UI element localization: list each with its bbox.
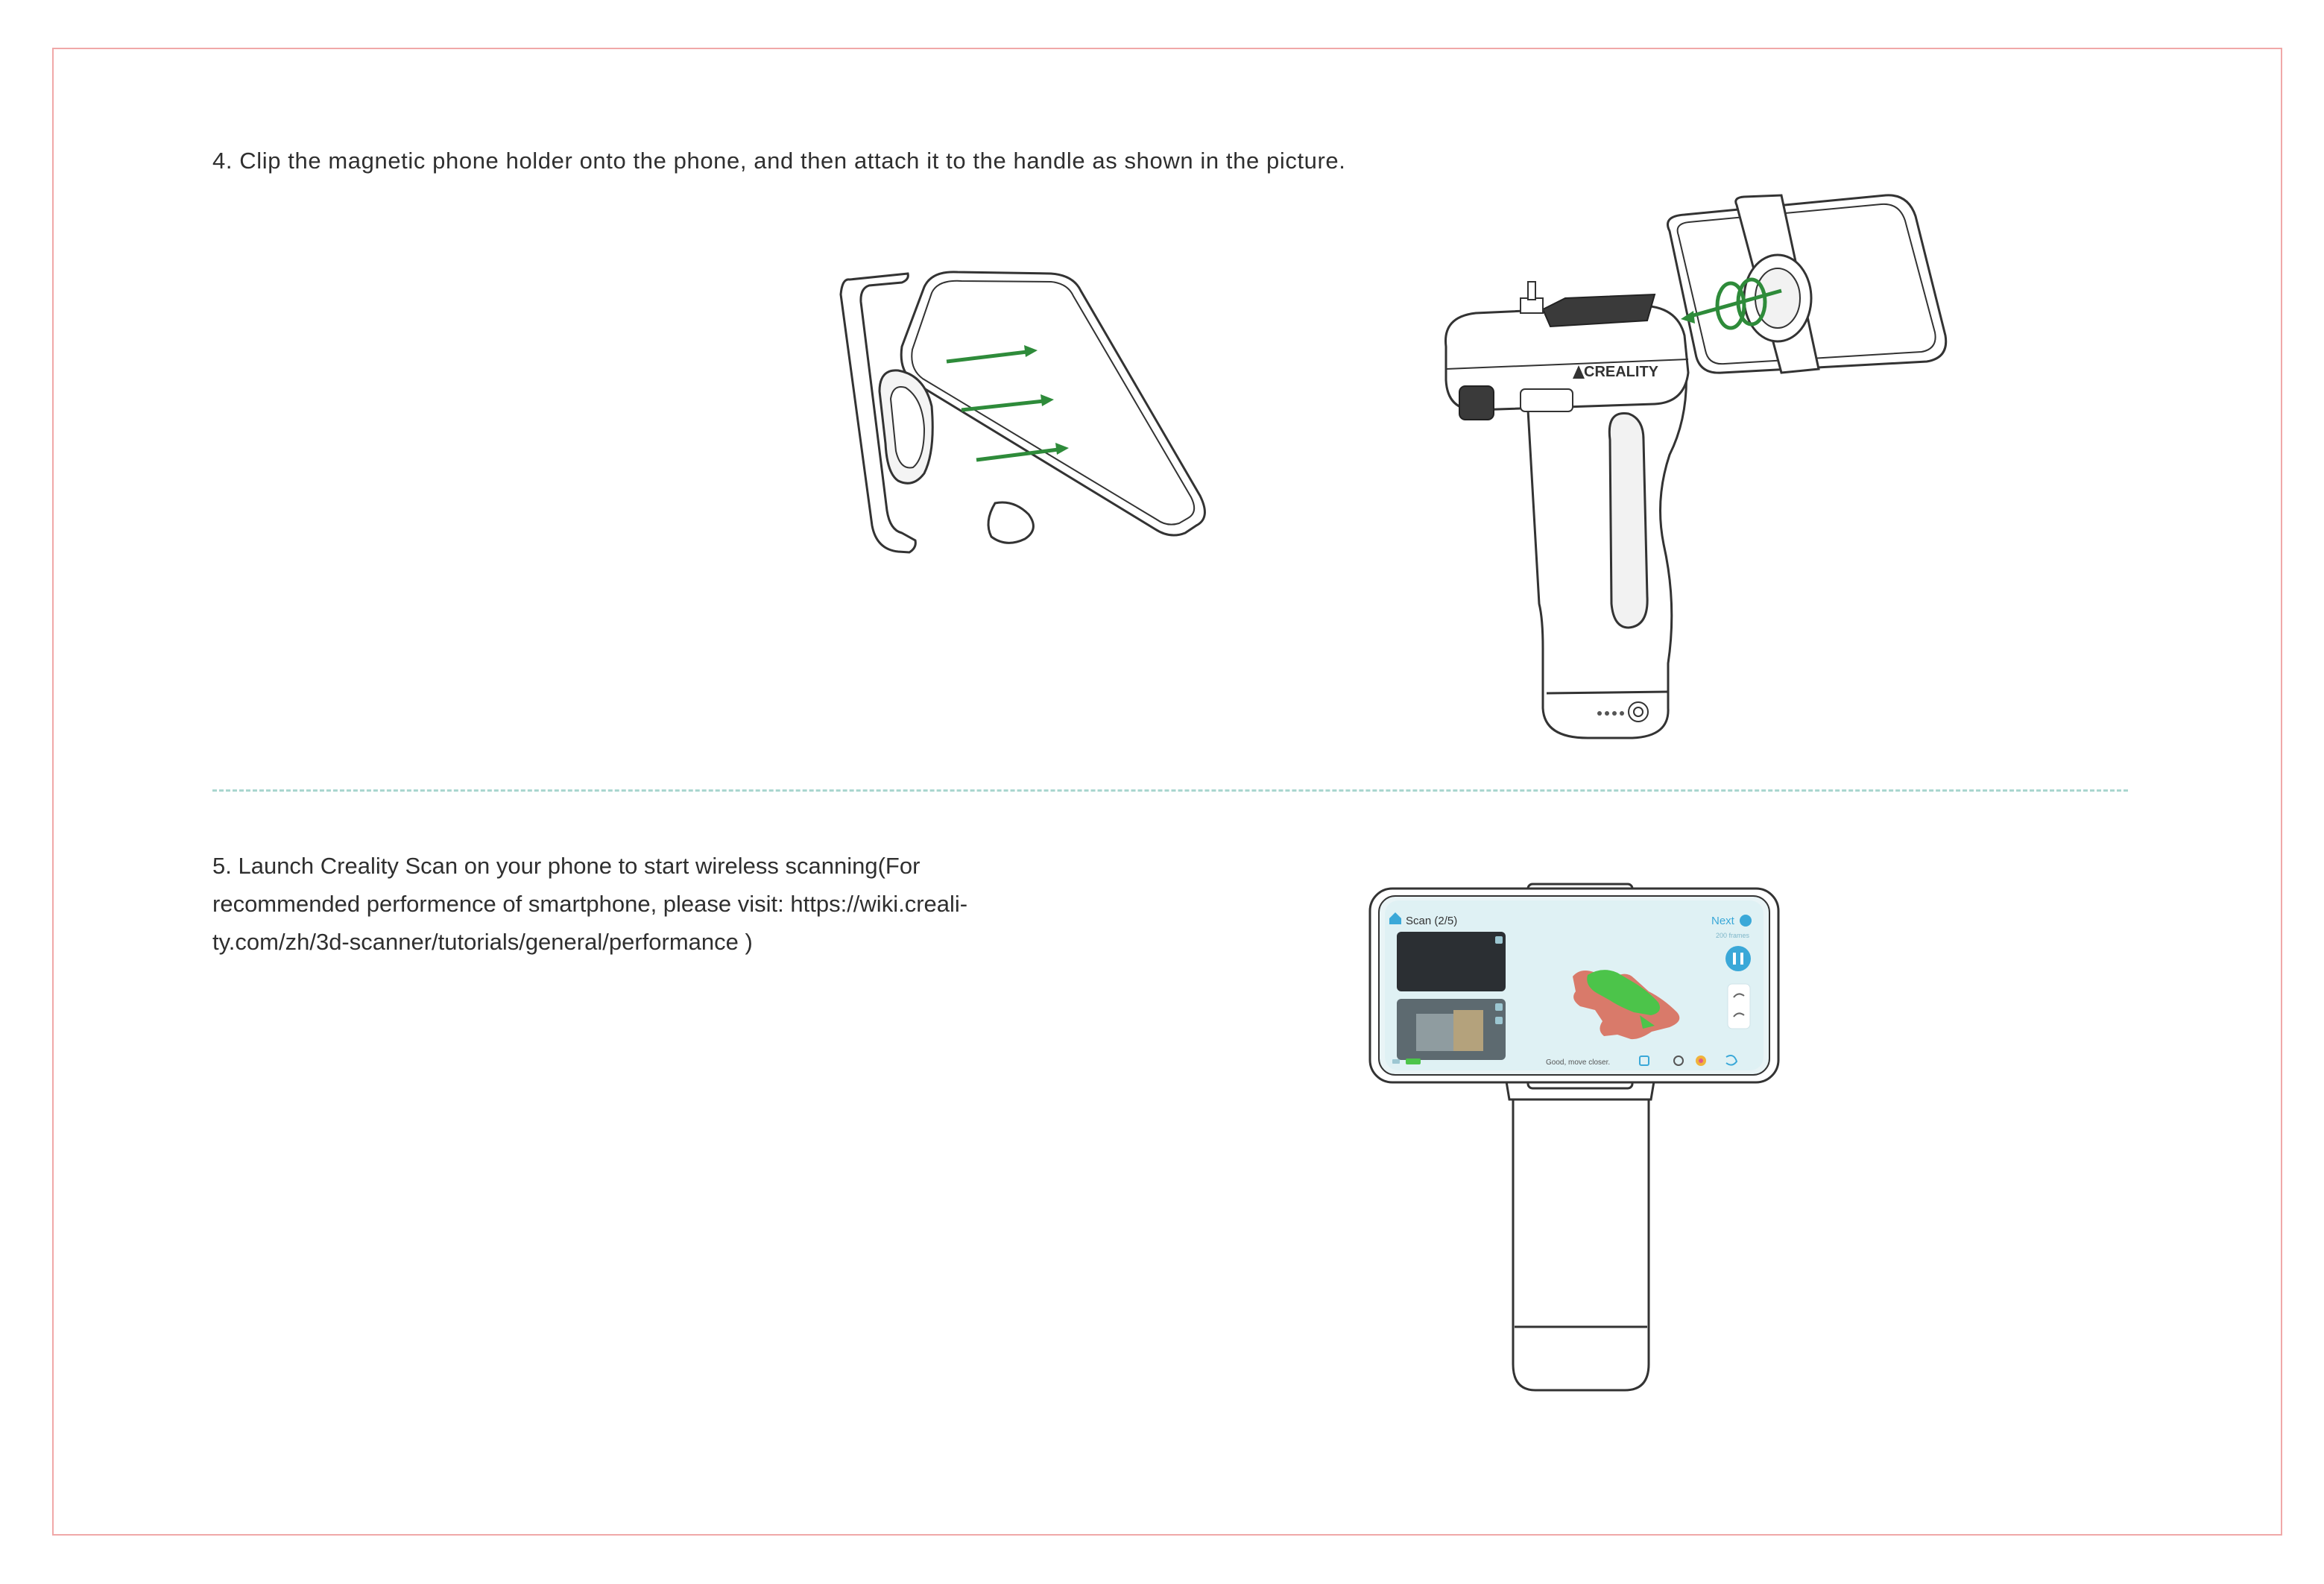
step-4-instruction: 4. Clip the magnetic phone holder onto t… <box>212 148 1346 174</box>
handle-attach-illustration: CREALITY <box>1444 194 1948 739</box>
undo-icon[interactable] <box>1733 993 1745 998</box>
step-5-line-1: 5. Launch Creality Scan on your phone to… <box>212 853 921 879</box>
redo-icon[interactable] <box>1733 1012 1745 1017</box>
app-title: Scan (2/5) <box>1406 915 1457 927</box>
app-next-label[interactable]: Next <box>1711 915 1735 927</box>
step-5-line-3: ty.com/zh/3d-scanner/tutorials/general/p… <box>212 929 753 955</box>
step-5-line-2: recommended performence of smartphone, p… <box>212 891 968 917</box>
app-hint: Good, move closer. <box>1546 1058 1610 1067</box>
page-frame <box>52 48 2282 1536</box>
toolbar-refresh-icon[interactable] <box>1725 1055 1738 1066</box>
section-divider <box>212 789 2128 792</box>
toolbar-target-icon[interactable] <box>1673 1056 1684 1066</box>
app-frames-label: 200 frames <box>1716 932 1750 939</box>
scanning-illustration: Scan (2/5) Next 200 frames Good, move cl… <box>1368 883 1780 1392</box>
pause-button[interactable] <box>1725 946 1751 971</box>
toolbar-crop-icon[interactable] <box>1639 1056 1649 1066</box>
handle-brand-label: CREALITY <box>1584 364 1659 380</box>
step-5-instruction: 5. Launch Creality Scan on your phone to… <box>212 847 1062 961</box>
next-arrow-icon[interactable] <box>1740 915 1752 927</box>
holder-clip-illustration <box>839 271 1206 554</box>
